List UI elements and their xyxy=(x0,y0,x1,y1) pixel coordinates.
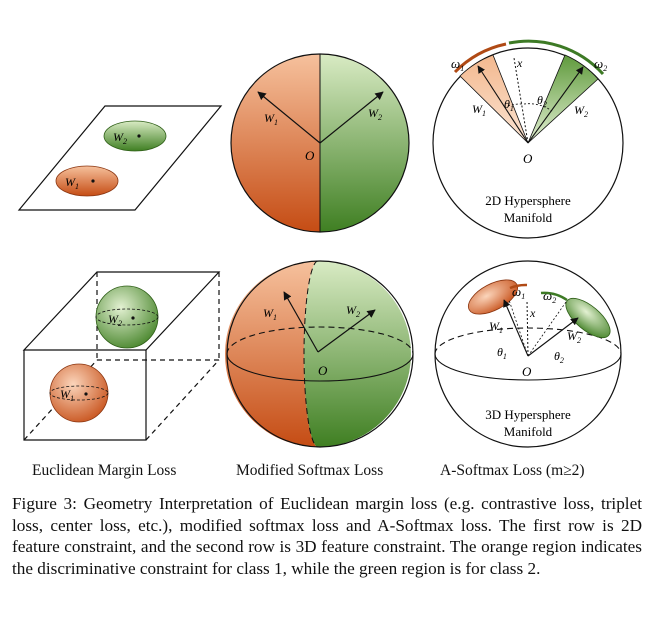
class2-ball xyxy=(95,285,159,349)
column-label-euclidean: Euclidean Margin Loss xyxy=(32,462,177,479)
svg-text:ω1: ω1 xyxy=(451,56,464,73)
svg-text:O: O xyxy=(318,363,328,378)
svg-text:θ2: θ2 xyxy=(537,93,547,109)
class2-wedge xyxy=(527,54,599,144)
euclidean-3d-panel: W2 W1 xyxy=(22,271,221,441)
feature-plane xyxy=(17,105,223,211)
svg-text:x: x xyxy=(516,56,523,70)
svg-text:W1: W1 xyxy=(65,175,79,191)
class1-cluster xyxy=(55,165,119,197)
svg-text:W1: W1 xyxy=(60,387,74,403)
class2-cap xyxy=(565,297,611,339)
softmax-3d-panel: W1 W2 O xyxy=(225,260,414,448)
svg-text:W1: W1 xyxy=(489,319,503,335)
svg-text:W1: W1 xyxy=(472,102,486,118)
asoftmax-2d-panel: x ω1 ω2 W1 W2 θ1 θ2 O 2D Hypersphere Man… xyxy=(432,39,624,239)
class1-wedge xyxy=(459,54,529,144)
svg-text:W2: W2 xyxy=(113,130,127,146)
svg-text:W2: W2 xyxy=(108,312,122,328)
svg-text:θ2: θ2 xyxy=(554,349,564,365)
softmax-2d-panel: W1 W2 O xyxy=(230,53,410,233)
svg-text:W2: W2 xyxy=(574,103,588,119)
hypersphere-2d-line2: Manifold xyxy=(504,210,553,225)
svg-text:x: x xyxy=(529,306,536,320)
svg-text:θ1: θ1 xyxy=(497,345,507,361)
euclidean-2d-panel: W2 W1 xyxy=(17,105,223,211)
class1-cap xyxy=(467,279,519,315)
class2-half xyxy=(320,54,409,232)
figure-caption: Figure 3: Geometry Interpretation of Euc… xyxy=(12,494,642,579)
class2-cluster xyxy=(103,120,167,152)
svg-text:ω2: ω2 xyxy=(594,56,607,73)
omega1-arc xyxy=(453,42,507,74)
svg-text:ω1: ω1 xyxy=(512,284,525,301)
hypersphere-3d-line1: 3D Hypersphere xyxy=(485,407,571,422)
svg-text:ω2: ω2 xyxy=(543,288,556,305)
svg-text:O: O xyxy=(305,148,315,163)
svg-text:W1: W1 xyxy=(264,111,278,127)
svg-text:O: O xyxy=(522,364,532,379)
svg-text:W2: W2 xyxy=(368,106,382,122)
hypersphere-2d-line1: 2D Hypersphere xyxy=(485,193,571,208)
figure-illustration: W2 W1 W1 W2 O x ω1 ω2 W1 W2 θ1 θ2 O 2D xyxy=(17,39,624,448)
svg-text:O: O xyxy=(523,151,533,166)
class1-half xyxy=(231,54,320,232)
asoftmax-3d-panel: x ω1 ω2 W1 W2 θ1 θ2 O 3D Hypersphere Man… xyxy=(434,260,622,448)
column-label-asoftmax: A-Softmax Loss (m≥2) xyxy=(440,462,585,479)
class1-ball xyxy=(49,363,109,423)
svg-text:W1: W1 xyxy=(263,306,277,322)
svg-text:θ1: θ1 xyxy=(504,97,514,113)
hypersphere-3d-line2: Manifold xyxy=(504,424,553,439)
omega2-arc xyxy=(508,39,605,76)
svg-text:W2: W2 xyxy=(567,329,581,345)
class2-hemisphere xyxy=(304,261,411,447)
svg-text:W2: W2 xyxy=(346,303,360,319)
class1-hemisphere xyxy=(225,261,318,447)
column-label-softmax: Modified Softmax Loss xyxy=(236,462,384,479)
